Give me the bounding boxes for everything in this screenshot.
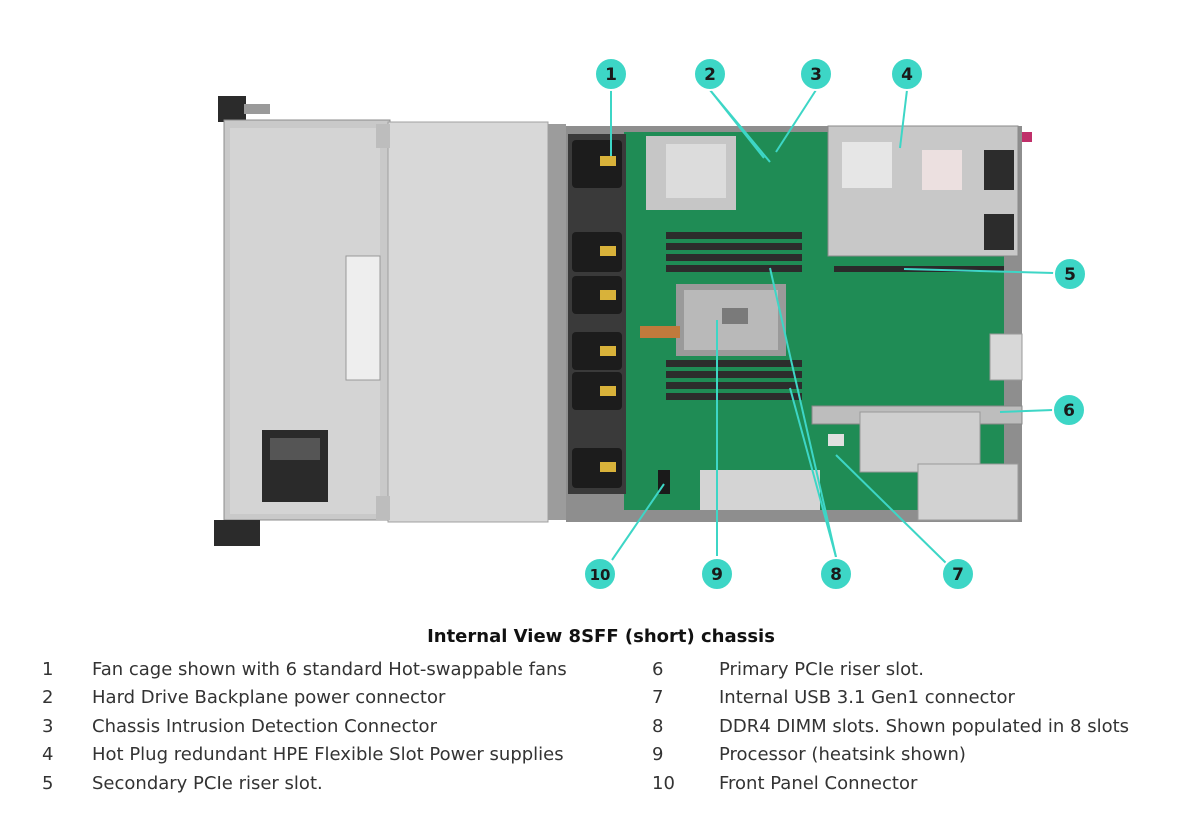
callout-8-number: 8 [830, 565, 842, 585]
callout-9: 9 [700, 557, 734, 591]
fan-cage [568, 134, 626, 494]
cable-tray [700, 470, 820, 510]
callout-4: 4 [890, 57, 924, 91]
callout-8: 8 [819, 557, 853, 591]
legend-text: Hard Drive Backplane power connector [92, 687, 446, 708]
diagram-caption: Internal View 8SFF (short) chassis [427, 626, 775, 647]
legend-number: 2 [42, 687, 54, 708]
legend-text: Chassis Intrusion Detection Connector [92, 716, 437, 737]
legend-text: Hot Plug redundant HPE Flexible Slot Pow… [92, 744, 564, 765]
legend-text: Primary PCIe riser slot. [719, 659, 924, 680]
legend-text: Secondary PCIe riser slot. [92, 773, 323, 794]
callout-3: 3 [799, 57, 833, 91]
legend-text: DDR4 DIMM slots. Shown populated in 8 sl… [719, 716, 1130, 737]
legend-number: 9 [652, 744, 664, 765]
legend-number: 10 [652, 773, 675, 794]
chassis-cover [376, 121, 566, 523]
legend-number: 5 [42, 773, 54, 794]
legend-number: 7 [652, 687, 664, 708]
callout-5-number: 5 [1064, 265, 1076, 285]
primary-riser [811, 333, 1023, 521]
legend-number: 8 [652, 716, 664, 737]
callout-9-number: 9 [711, 565, 723, 585]
legend-text: Internal USB 3.1 Gen1 connector [719, 687, 1015, 708]
legend-text: Front Panel Connector [719, 773, 918, 794]
callout-10-number: 10 [590, 566, 611, 584]
callout-6: 6 [1052, 393, 1086, 427]
leader-lines [610, 89, 1055, 564]
callout-4-number: 4 [901, 65, 913, 85]
callout-7: 7 [941, 557, 975, 591]
callout-2-number: 2 [704, 65, 716, 85]
power-supplies [827, 125, 1032, 257]
legend-number: 4 [42, 744, 54, 765]
callout-1: 1 [594, 57, 628, 91]
legend-number: 6 [652, 659, 664, 680]
callout-3-number: 3 [810, 65, 822, 85]
processor-heatsink [640, 284, 786, 356]
callout-7-number: 7 [952, 565, 964, 585]
callout-5: 5 [1053, 257, 1087, 291]
callout-10: 10 [583, 557, 617, 591]
dimm-slots [666, 232, 802, 400]
legend-number: 3 [42, 716, 54, 737]
legend-text: Processor (heatsink shown) [719, 744, 966, 765]
callout-1-number: 1 [605, 65, 617, 85]
callout-6-number: 6 [1063, 401, 1075, 421]
callout-2: 2 [693, 57, 727, 91]
legend-number: 1 [42, 659, 54, 680]
legend-text: Fan cage shown with 6 standard Hot-swapp… [92, 659, 567, 680]
front-drive-bay [214, 96, 391, 546]
usb-connector [828, 434, 844, 446]
